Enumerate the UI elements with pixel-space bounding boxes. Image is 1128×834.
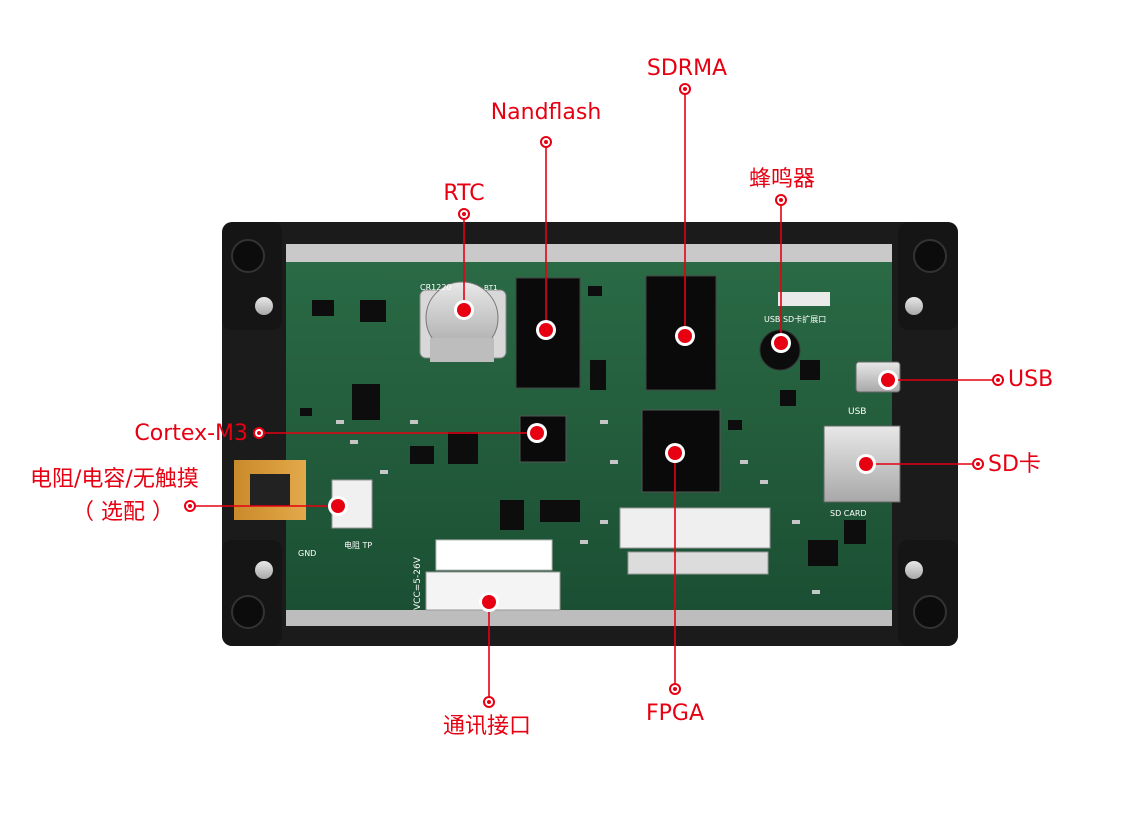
rtc-battery: CR1220 BT1 <box>419 281 507 362</box>
touch-silk: 电阻 TP <box>344 540 372 550</box>
gnd-silk: GND <box>298 549 316 558</box>
label-nandflash: Nandflash <box>490 100 602 125</box>
usb-sd-header-silk: USB SD卡扩展口 <box>764 314 826 324</box>
label-sd-card: SD卡 <box>988 452 1041 477</box>
label-usb: USB <box>1008 367 1054 392</box>
pcb: CR1220 BT1 USB SD CARD USB SD卡扩展口 <box>234 262 901 611</box>
screw-icon <box>255 297 923 579</box>
label-cortex-m3: Cortex-M3 <box>134 421 248 446</box>
sd-card-silk: SD CARD <box>830 509 867 518</box>
label-comm-interface: 通讯接口 <box>442 714 532 739</box>
battery-silk: CR1220 <box>420 283 452 292</box>
marker-dots <box>184 83 1004 708</box>
power-input-silk: VCC=5-26V <box>413 556 423 610</box>
label-rtc: RTC <box>443 181 485 206</box>
label-touch-line1: 电阻/电容/无触摸 <box>30 467 199 492</box>
leader-lines <box>190 89 998 702</box>
usb-silk: USB <box>848 407 866 417</box>
usb-sd-expansion-header: USB SD卡扩展口 <box>764 292 830 324</box>
label-touch-line2: （ 选配 ） <box>72 500 174 525</box>
label-buzzer: 蜂鸣器 <box>748 167 816 192</box>
touch-connector: 电阻 TP <box>234 460 373 550</box>
label-sdrma: SDRMA <box>646 56 728 81</box>
fpc-connector <box>619 507 771 549</box>
battery-ref-silk: BT1 <box>484 284 498 292</box>
label-fpga: FPGA <box>645 701 705 726</box>
